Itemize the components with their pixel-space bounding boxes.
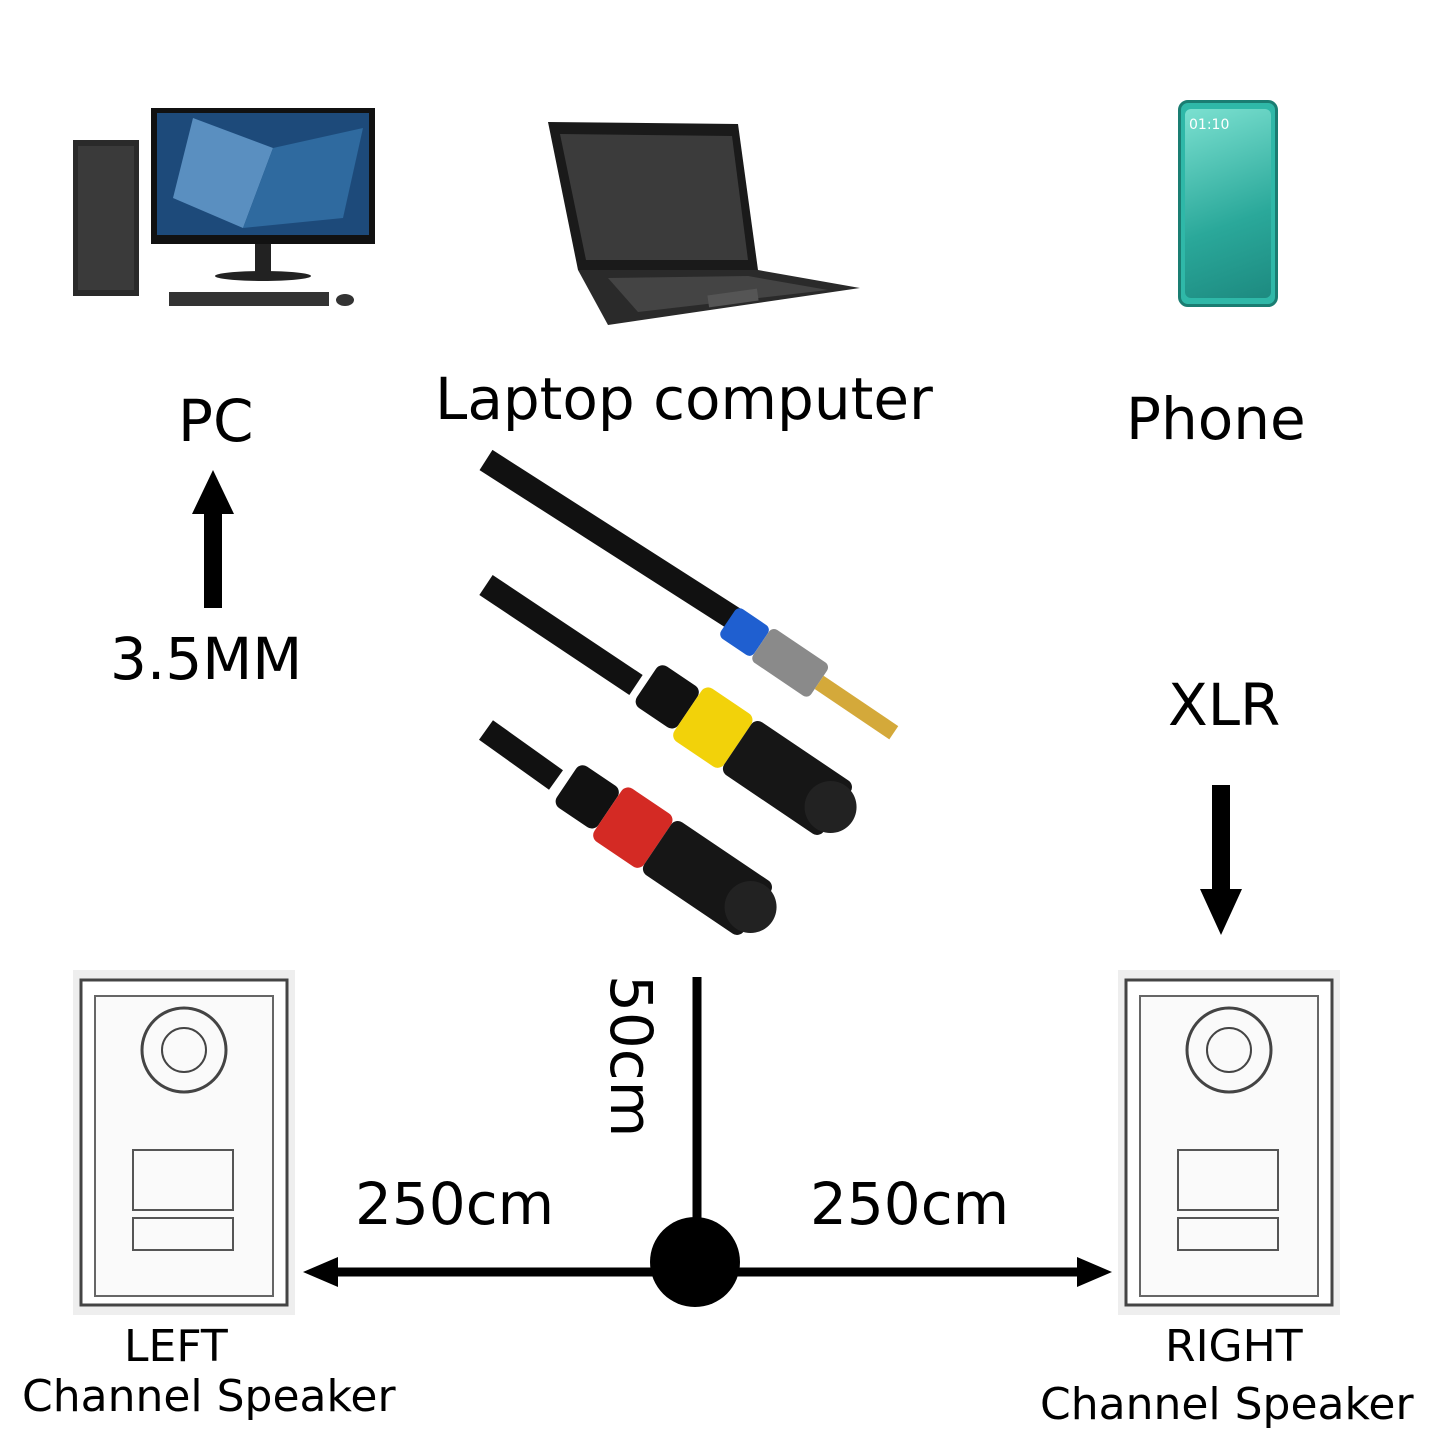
left-speaker-subtitle: Channel Speaker xyxy=(22,1371,396,1422)
right-speaker-illustration xyxy=(1118,970,1340,1315)
output-connector-label: XLR xyxy=(1168,671,1281,739)
phone-illustration: 01:10 xyxy=(1178,100,1278,307)
phone-screen-time: 01:10 xyxy=(1189,117,1230,133)
right-speaker-subtitle: Channel Speaker xyxy=(1040,1379,1414,1430)
down-arrow-icon xyxy=(1200,785,1242,935)
left-arrowhead-icon xyxy=(303,1257,338,1287)
up-arrow-icon xyxy=(192,470,234,608)
left-speaker-title: LEFT xyxy=(124,1321,228,1372)
laptop-label: Laptop computer xyxy=(435,365,933,433)
left-length-label: 250cm xyxy=(355,1170,555,1238)
laptop-illustration xyxy=(548,122,860,325)
pc-label: PC xyxy=(178,387,254,455)
right-speaker-title: RIGHT xyxy=(1165,1321,1303,1372)
left-speaker-illustration xyxy=(73,970,295,1315)
phone-label: Phone xyxy=(1126,385,1306,453)
right-length-label: 250cm xyxy=(810,1170,1010,1238)
right-arrowhead-icon xyxy=(1077,1257,1112,1287)
input-connector-label: 3.5MM xyxy=(110,625,303,693)
split-point xyxy=(650,1217,740,1307)
cable-illustration xyxy=(479,449,899,935)
pc-illustration xyxy=(73,108,375,306)
